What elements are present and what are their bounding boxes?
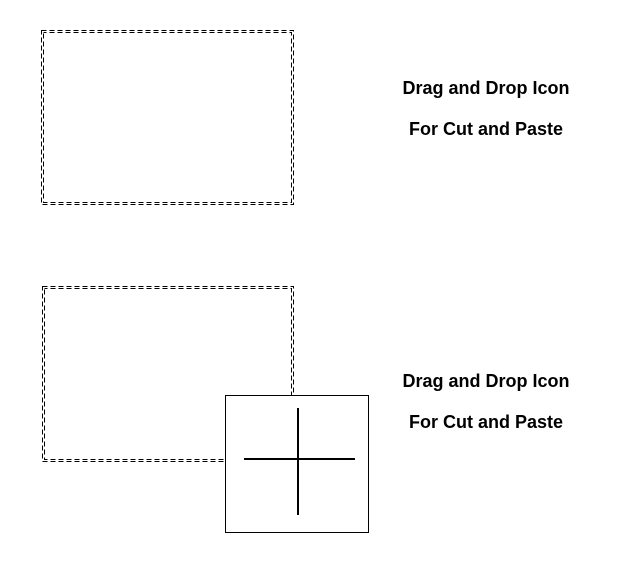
caption-line-1: Drag and Drop Icon	[402, 78, 570, 98]
caption-line-2: For Cut and Paste	[408, 119, 564, 139]
drop-zone-outline-before	[41, 30, 294, 205]
crosshair-horizontal-line	[244, 458, 355, 460]
caption-line-1: Drag and Drop Icon	[402, 371, 570, 391]
crosshair-icon	[226, 396, 368, 532]
drop-zone-outline-after	[42, 286, 294, 462]
caption-line-2: For Cut and Paste	[408, 412, 564, 432]
caption-before: Drag and Drop Icon For Cut and Paste	[371, 68, 601, 150]
caption-after: Drag and Drop Icon For Cut and Paste	[371, 361, 601, 443]
crosshair-vertical-line	[297, 408, 299, 515]
drag-icon[interactable]	[225, 395, 369, 533]
